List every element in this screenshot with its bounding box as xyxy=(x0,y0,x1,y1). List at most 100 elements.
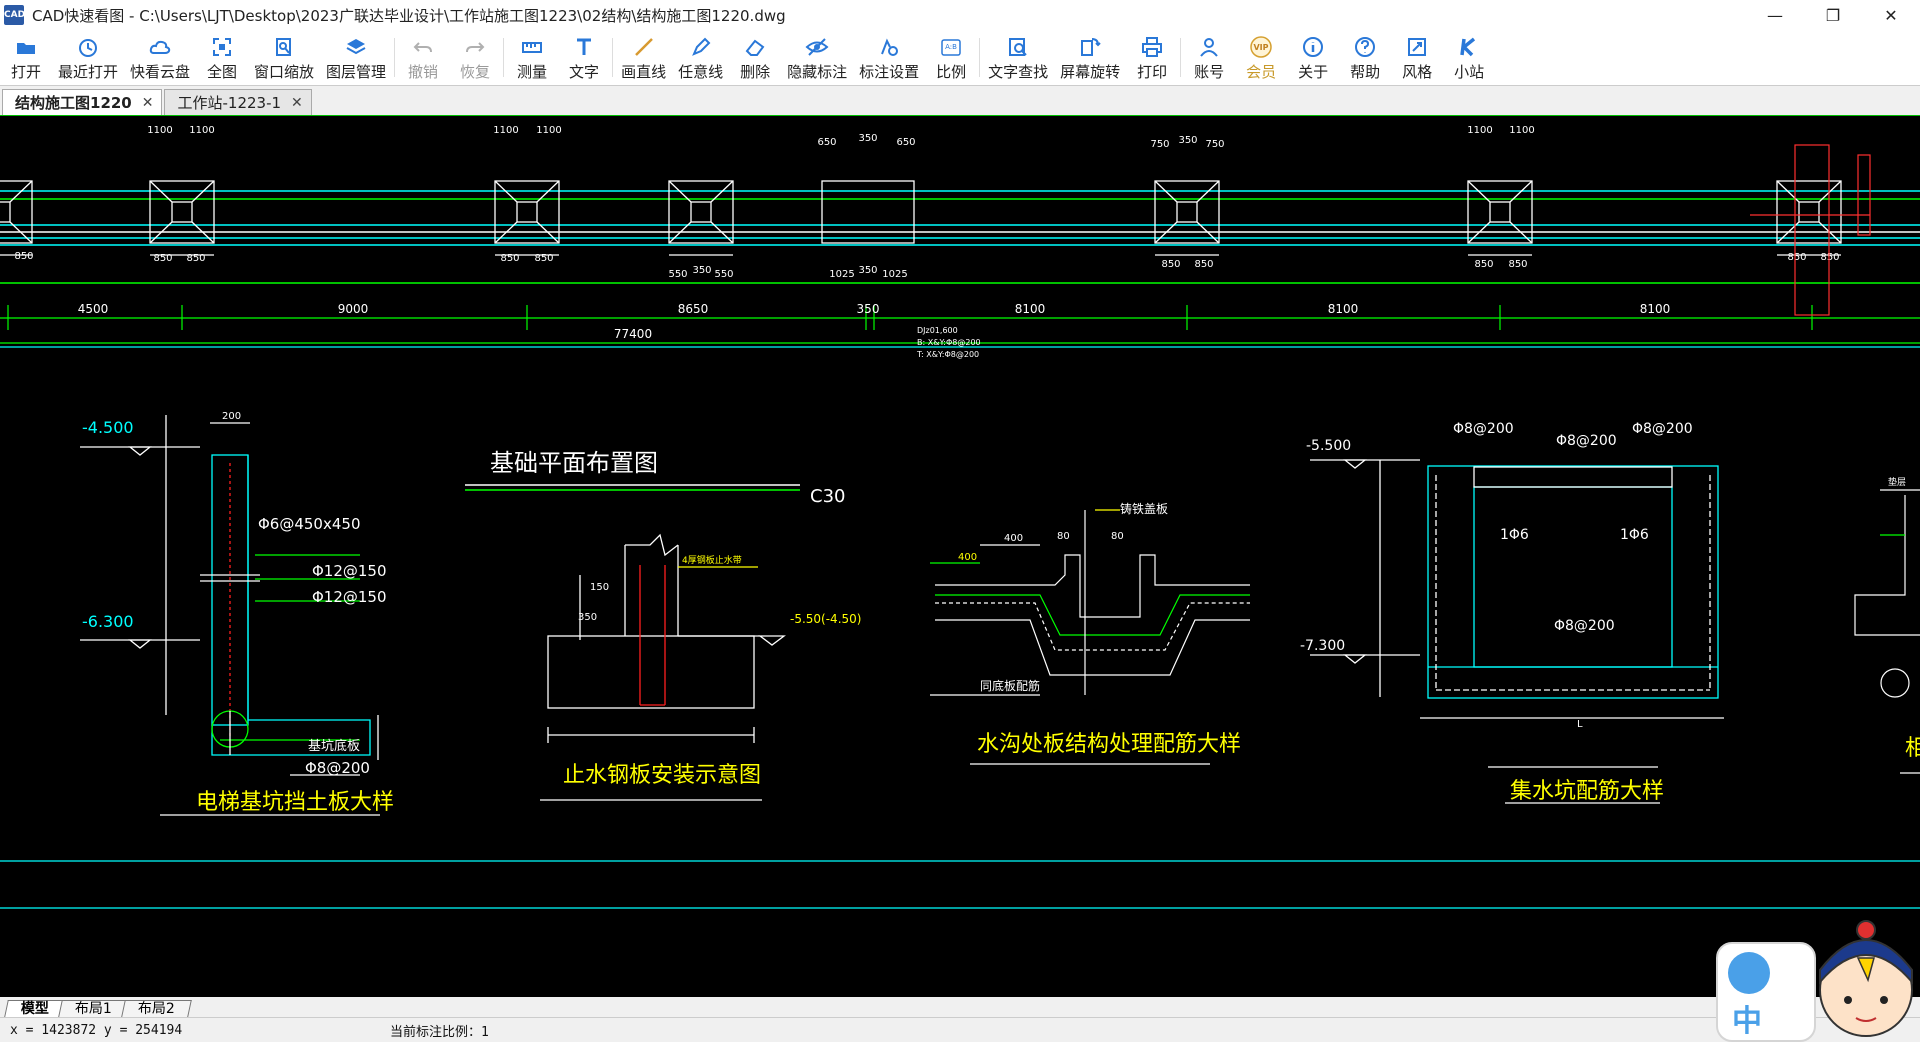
toolbar-button-undo[interactable]: 撤销 xyxy=(397,30,449,85)
folder-open-icon xyxy=(14,34,38,60)
pile-cap xyxy=(1776,180,1842,244)
layout-tab-2[interactable]: 布局2 xyxy=(121,1000,192,1017)
svg-text:A:B: A:B xyxy=(945,43,957,51)
toolbar-button-folder-open[interactable]: 打开 xyxy=(0,30,52,85)
toolbar-button-printer[interactable]: 打印 xyxy=(1126,30,1178,85)
close-tab-icon[interactable]: ✕ xyxy=(291,94,303,111)
dim-label: 850 xyxy=(500,253,519,264)
window-controls: — ❐ ✕ xyxy=(1746,0,1920,30)
text-icon xyxy=(572,34,596,60)
dim-label: 850 xyxy=(153,253,172,264)
toolbar-button-label: 会员 xyxy=(1246,62,1277,81)
toolbar-button-label: 全图 xyxy=(207,62,238,81)
minimize-button[interactable]: — xyxy=(1767,5,1783,25)
tab-workstation[interactable]: 工作站-1223-1 ✕ xyxy=(164,89,312,115)
dim-label: 550 xyxy=(668,269,687,280)
toolbar-button-label: 账号 xyxy=(1194,62,1225,81)
toolbar-button-settings[interactable]: 标注设置 xyxy=(853,30,925,85)
toolbar-button-label: 打开 xyxy=(10,62,41,81)
printer-icon xyxy=(1140,34,1164,60)
close-tab-icon[interactable]: ✕ xyxy=(141,94,154,111)
dim-label: 850 xyxy=(1787,252,1806,263)
plan-title: 基础平面布置图 xyxy=(490,449,658,477)
vip-icon: VIP xyxy=(1249,34,1273,60)
layout-tab-1[interactable]: 布局1 xyxy=(58,1000,129,1017)
toolbar-button-style[interactable]: 风格 xyxy=(1391,30,1443,85)
toolbar-separator xyxy=(394,38,396,77)
tab-structure-drawing[interactable]: 结构施工图1220 ✕ xyxy=(2,89,163,115)
rebar-label: Φ12@150 xyxy=(312,588,387,606)
tab-label: 工作站-1223-1 xyxy=(177,94,282,112)
toolbar-button-window-zoom[interactable]: 窗口缩放 xyxy=(248,30,320,85)
misc-label: 4厚钢板止水带 xyxy=(682,554,742,566)
misc-label: 同底板配筋 xyxy=(980,678,1040,693)
toolbar-button-user[interactable]: 账号 xyxy=(1183,30,1235,85)
status-bar: x = 1423872 y = 254194 当前标注比例：1 xyxy=(0,1017,1920,1042)
dim-label: 850 xyxy=(14,251,33,262)
toolbar-button-redo[interactable]: 恢复 xyxy=(449,30,501,85)
rotate-icon xyxy=(1078,34,1102,60)
detail-note: B: X&Y:Φ8@200 xyxy=(917,338,981,347)
toolbar-button-fullview[interactable]: 全图 xyxy=(196,30,248,85)
toolbar-button-eye[interactable]: 隐藏标注 xyxy=(781,30,853,85)
axis-total-dim: 77400 xyxy=(614,327,652,341)
dim-label: 1100 xyxy=(1509,125,1534,136)
clock-icon xyxy=(76,34,100,60)
axis-dim: 350 xyxy=(857,302,880,316)
cloud-icon xyxy=(148,34,172,60)
line-icon xyxy=(632,34,656,60)
toolbar-button-info[interactable]: 关于 xyxy=(1287,30,1339,85)
pile-cap xyxy=(0,180,33,244)
tab-label: 结构施工图1220 xyxy=(15,94,132,112)
toolbar-button-eraser[interactable]: 删除 xyxy=(729,30,781,85)
toolbar-button-rotate[interactable]: 屏幕旋转 xyxy=(1054,30,1126,85)
drawing-canvas[interactable]: 4500 9000 8650 350 8100 8100 8100 77400 … xyxy=(0,115,1920,997)
layout-tab-model[interactable]: 模型 xyxy=(4,1000,66,1017)
window-zoom-icon xyxy=(272,34,296,60)
pile-cap xyxy=(1154,180,1220,244)
assistant-mascot[interactable]: 中 xyxy=(1716,900,1920,1042)
toolbar-button-clock[interactable]: 最近打开 xyxy=(52,30,124,85)
eye-icon xyxy=(805,34,829,60)
detail-title: 止水钢板安装示意图 xyxy=(563,763,761,788)
toolbar-button-pen[interactable]: 任意线 xyxy=(672,30,729,85)
restore-button[interactable]: ❐ xyxy=(1825,5,1841,25)
misc-label: 400 xyxy=(958,552,977,563)
axis-dim: 8100 xyxy=(1640,302,1671,316)
rebar-label: Φ8@200 xyxy=(1554,618,1615,634)
fullview-icon xyxy=(210,34,234,60)
toolbar-button-layers[interactable]: 图层管理 xyxy=(320,30,392,85)
toolbar-button-label: 图层管理 xyxy=(326,62,387,81)
toolbar-button-scale[interactable]: A:B 比例 xyxy=(925,30,977,85)
misc-label: 150 xyxy=(590,582,609,593)
toolbar-button-label: 删除 xyxy=(740,62,771,81)
axis-dim: 8100 xyxy=(1015,302,1046,316)
app-icon: CAD xyxy=(4,5,25,25)
dim-label: 1100 xyxy=(536,125,561,136)
toolbar-button-label: 最近打开 xyxy=(58,62,119,81)
dim-label: 1100 xyxy=(493,125,518,136)
axis-dim: 4500 xyxy=(78,302,109,316)
toolbar-button-cloud[interactable]: 快看云盘 xyxy=(124,30,196,85)
toolbar-button-help[interactable]: 帮助 xyxy=(1339,30,1391,85)
toolbar-button-text-search[interactable]: 文字查找 xyxy=(982,30,1054,85)
toolbar-button-label: 测量 xyxy=(517,62,548,81)
info-icon xyxy=(1301,34,1325,60)
toolbar-button-text[interactable]: 文字 xyxy=(558,30,610,85)
toolbar-button-vip[interactable]: VIP 会员 xyxy=(1235,30,1287,85)
toolbar-button-k[interactable]: 小站 xyxy=(1443,30,1495,85)
misc-label: 400 xyxy=(1004,533,1023,544)
dim-label: 850 xyxy=(534,253,553,264)
toolbar-button-label: 快看云盘 xyxy=(130,62,191,81)
main-toolbar: 打开 最近打开 快看云盘 全图 窗口缩放 图层管理 撤销 恢复 测量 文字 画直… xyxy=(0,30,1920,85)
axis-dim: 9000 xyxy=(338,302,369,316)
toolbar-separator xyxy=(979,38,981,77)
toolbar-button-label: 窗口缩放 xyxy=(254,62,315,81)
misc-label: 垫层 xyxy=(1888,476,1906,488)
elevation-label: -7.300 xyxy=(1300,638,1345,654)
close-window-button[interactable]: ✕ xyxy=(1884,5,1898,25)
toolbar-button-line[interactable]: 画直线 xyxy=(615,30,672,85)
trench-box xyxy=(821,180,915,244)
redo-icon xyxy=(463,34,487,60)
toolbar-button-ruler[interactable]: 测量 xyxy=(506,30,558,85)
